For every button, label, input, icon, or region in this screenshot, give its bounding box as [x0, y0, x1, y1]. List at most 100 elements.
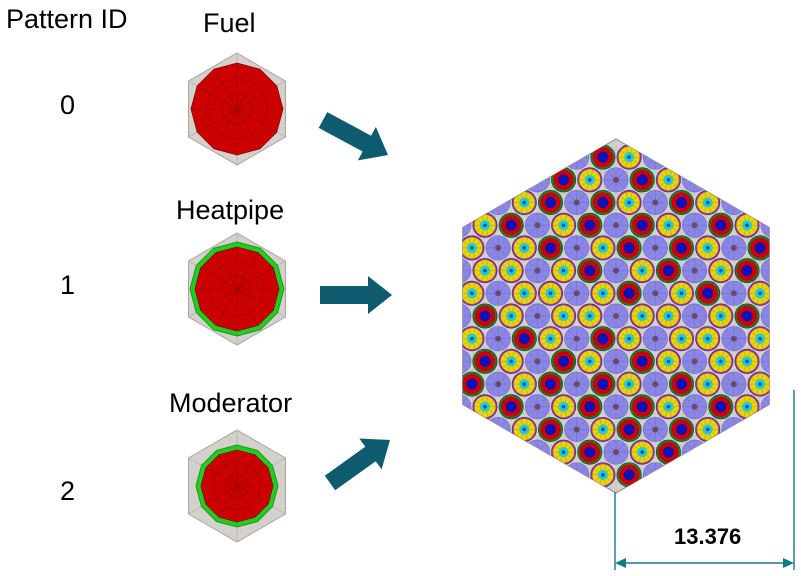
core-pin [616, 371, 642, 397]
core-pin [747, 371, 770, 397]
core-pin [642, 462, 668, 488]
core-pin [564, 416, 590, 442]
core-pin [462, 167, 472, 193]
pattern-id-0: 0 [60, 90, 76, 120]
heatpipe-title: Heatpipe [176, 195, 285, 225]
core-pin [747, 326, 770, 352]
core-pin [590, 144, 616, 170]
core-pin [524, 258, 550, 284]
core-pin [682, 258, 708, 284]
core-pin [603, 348, 629, 374]
core-pin [564, 280, 590, 306]
core-pin [629, 439, 655, 465]
core-pin [511, 235, 537, 261]
core-pin [524, 212, 550, 238]
core-pin [524, 394, 550, 420]
dimension-arrowhead-right [783, 558, 794, 568]
core-pin [537, 326, 563, 352]
core-pin [616, 416, 642, 442]
core-pin [655, 394, 681, 420]
core-pin [695, 462, 721, 488]
dimension-label: 13.376 [674, 524, 742, 549]
core-pin [603, 303, 629, 329]
core-pin [590, 416, 616, 442]
core-pin [551, 303, 577, 329]
core-pin [734, 439, 760, 465]
core-pin [708, 439, 734, 465]
core-pin [629, 167, 655, 193]
core-pin [462, 348, 472, 374]
core-pin [434, 236, 458, 260]
core-pin [708, 303, 734, 329]
core-pin [551, 348, 577, 374]
core-pin [537, 462, 563, 488]
core-pin [747, 416, 770, 442]
core-pin [708, 348, 734, 374]
core-pin [642, 190, 668, 216]
core-pin [511, 462, 537, 488]
core-pin [682, 303, 708, 329]
core-pin [760, 439, 770, 465]
core-pin [603, 258, 629, 284]
core-pin [721, 280, 747, 306]
moderator-title: Moderator [169, 388, 293, 418]
pattern-id-2: 2 [60, 476, 76, 506]
core-pin [577, 258, 603, 284]
core-pin [434, 145, 458, 169]
core-pin [577, 439, 603, 465]
core-pin [655, 258, 681, 284]
core-pin [577, 167, 603, 193]
core-pin [747, 280, 770, 306]
core-pin [590, 235, 616, 261]
arrow-heatpipe [320, 276, 392, 314]
core-pin [524, 348, 550, 374]
core-pin [511, 280, 537, 306]
core-pin [695, 235, 721, 261]
core-pin [511, 144, 537, 170]
core-pin [564, 190, 590, 216]
core-pin [590, 280, 616, 306]
core-pin [577, 212, 603, 238]
core-pin [734, 348, 760, 374]
core-pin [537, 144, 563, 170]
core-pin [462, 416, 485, 442]
core-pin [524, 303, 550, 329]
core-pin [434, 372, 458, 396]
core-pin [485, 416, 511, 442]
core-pin [721, 190, 747, 216]
core-pin [616, 326, 642, 352]
core-pin [642, 326, 668, 352]
core-pin [462, 258, 472, 284]
core-pin [668, 462, 694, 488]
core-pin [577, 303, 603, 329]
core-pin [485, 144, 511, 170]
core-pin [708, 212, 734, 238]
core-pin [734, 167, 760, 193]
core-pin [708, 394, 734, 420]
core-pin [564, 235, 590, 261]
core-pin [695, 326, 721, 352]
dimension-arrowhead-left [615, 558, 626, 568]
core-pin [498, 212, 524, 238]
core-pin [668, 371, 694, 397]
core-pin [695, 190, 721, 216]
reactor-core-hexagon [434, 138, 798, 494]
core-pin [434, 326, 458, 350]
core-pin [616, 280, 642, 306]
core-pin [774, 372, 798, 396]
core-pin [537, 280, 563, 306]
core-pin [682, 348, 708, 374]
core-pin [642, 235, 668, 261]
core-pin [551, 167, 577, 193]
core-pin [462, 280, 485, 306]
core-pin [511, 416, 537, 442]
core-pin [472, 394, 498, 420]
core-pin [774, 417, 798, 441]
core-pin [603, 439, 629, 465]
core-pin [629, 212, 655, 238]
core-pin [511, 371, 537, 397]
pattern-id-header: Pattern ID [6, 4, 128, 34]
core-pin [590, 326, 616, 352]
core-pin [462, 371, 485, 397]
core-pin [721, 235, 747, 261]
